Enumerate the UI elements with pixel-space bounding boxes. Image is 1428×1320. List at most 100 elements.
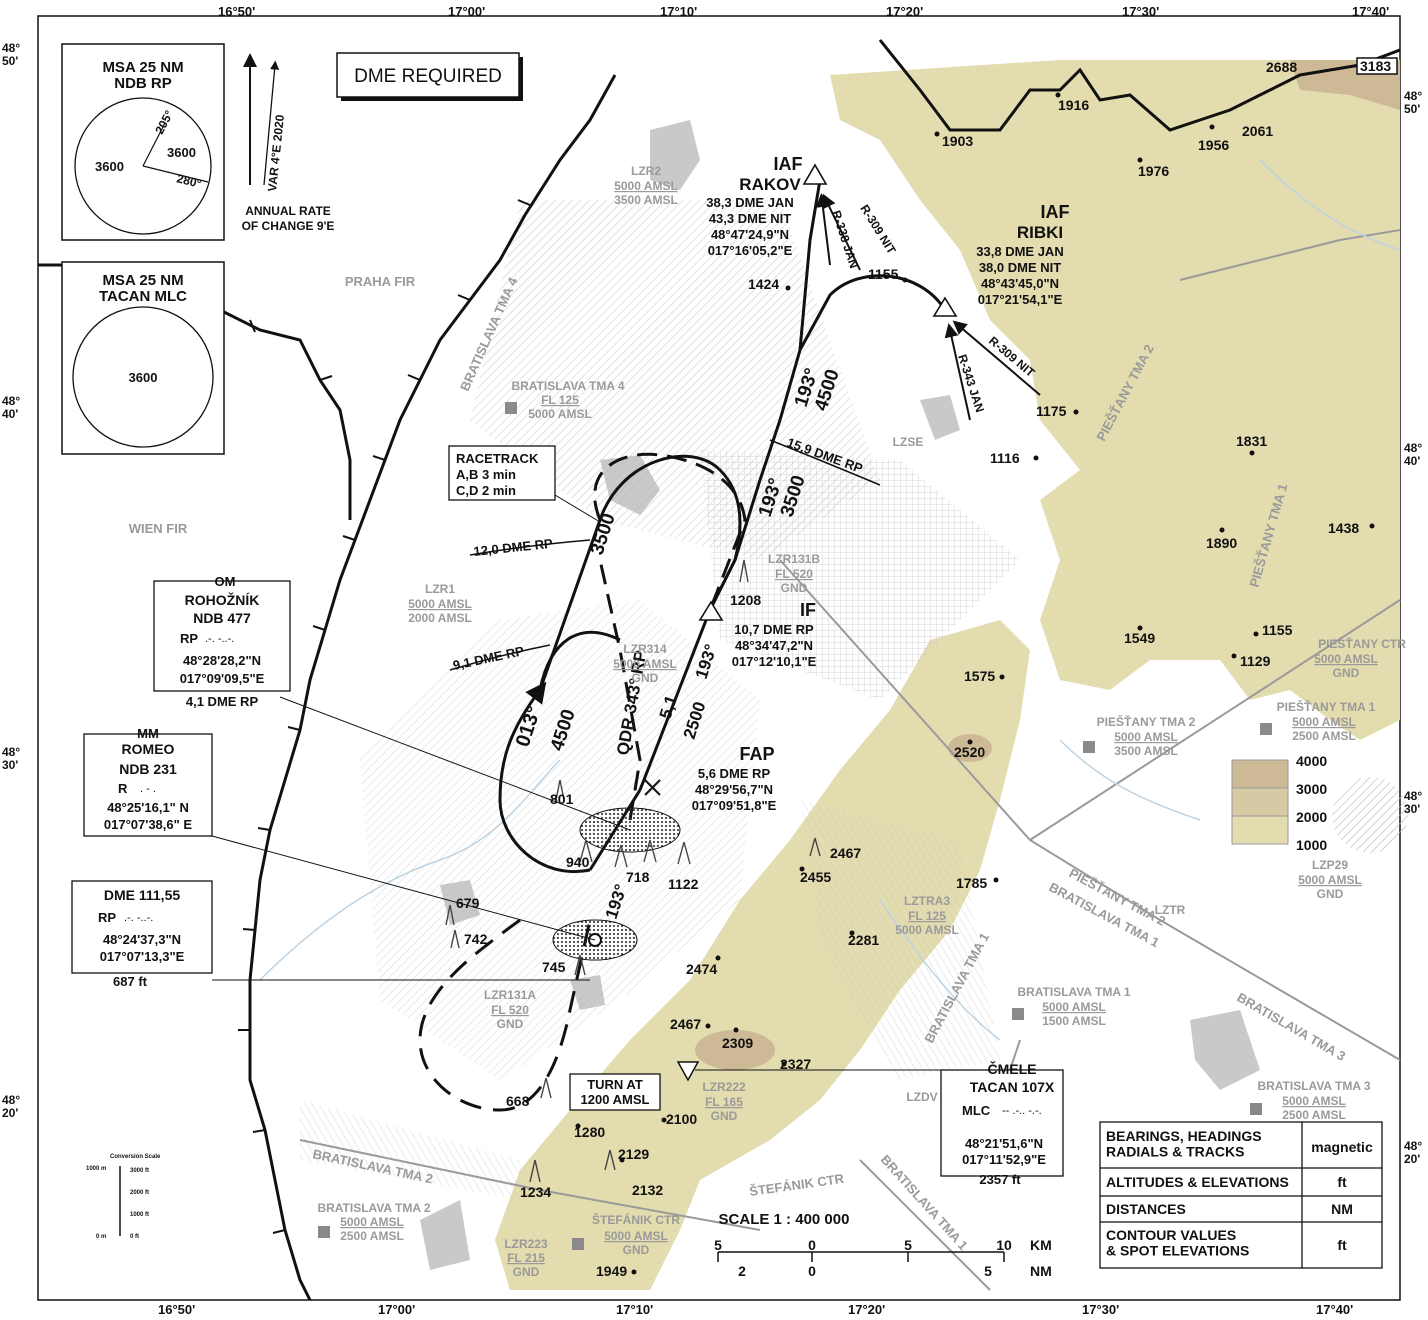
cmele-ident: MLC [962,1103,991,1118]
terrain-north-east [830,60,1400,740]
elev-1208: 1208 [730,592,761,608]
wien-fir-label: WIEN FIR [129,521,188,536]
elev-2688: 2688 [1266,59,1297,75]
town-blob [920,395,960,440]
units-row-3-unit: NM [1331,1201,1353,1217]
dme-arcs [449,439,881,671]
elev-1129: 1129 [1240,653,1271,669]
if-l2: 48°34'47,2"N [735,638,813,653]
lzr222-name: LZR222 [702,1080,746,1094]
elev-1916: 1916 [1058,97,1089,113]
lat-right-3: 48°30' [1404,789,1422,816]
fap-l3: 017°09'51,8"E [692,798,777,813]
elev-2309: 2309 [722,1035,753,1051]
iaf-rakov-triangle [802,163,828,185]
lzr1-name: LZR1 [425,582,455,596]
conversion-m1000: 1000 m [86,1166,106,1172]
inbound-013 [498,681,591,873]
boundary-ticks [238,199,531,1234]
mm-name: ROMEO [122,741,175,757]
mm-morse: . - . [140,783,156,795]
elev-2281: 2281 [848,932,879,948]
conversion-m0: 0 m [96,1234,106,1240]
dme-box-lat: 48°24'37,3"N [103,932,181,947]
pn-ctr-up: 5000 AMSL [1314,652,1378,666]
scale-nm-5: 5 [984,1263,992,1279]
tma1-low: 1500 AMSL [1042,1014,1106,1028]
scale-nm-0: 0 [808,1263,816,1279]
cmele-lon: 017°11'52,9"E [962,1152,1046,1167]
cmele-elev: 2357 ft [979,1172,1021,1187]
lzr223-name: LZR223 [504,1237,548,1251]
fap-tag: FAP [739,744,774,764]
msa-ndb-bearing-2: 280° [175,171,203,191]
elev-1175: 1175 [1036,403,1067,419]
town-blob [650,120,700,190]
scale-km-10: 10 [996,1237,1012,1253]
mm-title: MM [137,726,159,741]
dme-box-ident: RP [98,910,116,925]
fap-symbol [644,779,661,796]
conversion-f0: 0 ft [130,1234,139,1240]
elev-1280: 1280 [574,1124,605,1140]
elev-940: 940 [566,854,590,870]
contour-3000: 3000 [1296,781,1327,797]
lon-bottom-6: 17°40' [1316,1302,1353,1317]
contour-legend: 4000 3000 2000 1000 [1231,753,1327,853]
cmele-freq: TACAN 107X [970,1079,1055,1095]
variation-label: VAR 4°E 2020 [265,114,287,193]
elev-1438: 1438 [1328,520,1359,536]
terrain-high-2309 [695,1030,775,1070]
tma3-low: 2500 AMSL [1282,1108,1346,1122]
lat-labels: 48°50' 48°40' 48°30' 48°20' 48°50' 48°40… [2,41,1422,1166]
obstacles [445,559,821,1183]
lon-bottom-2: 17°00' [378,1302,415,1317]
pn-tma1-low: 2500 AMSL [1292,729,1356,743]
lat-left-2: 48°40' [2,394,20,421]
iaf-ribki-name: RIBKI [1017,223,1063,242]
dme-arc-12-0 [469,539,591,556]
contour-2000: 2000 [1296,809,1327,825]
annual-rate-1: ANNUAL RATE [245,204,331,218]
elev-745: 745 [542,959,566,975]
lzr314-up: 5000 AMSL [613,657,677,671]
elev-742: 742 [464,931,488,947]
lzdv-label: LZDV [906,1090,937,1104]
msa-ndb-sector-a: 3600 [95,159,124,174]
msa-ndb-sector-line [142,165,209,183]
tma4-fl: FL 125 [541,393,579,407]
radial-309-nit-a: R-309 NIT [857,202,899,257]
lzr223-up: FL 215 [507,1251,545,1265]
pn-ctr-low: GND [1333,666,1360,680]
final-approach [708,349,802,611]
mm-freq: NDB 231 [119,761,177,777]
lat-right-4: 48°20' [1404,1139,1422,1166]
terrain-south-ridge [495,620,1030,1290]
lzr2-up: 5000 AMSL [614,179,678,193]
town-blob [420,1200,470,1270]
elev-3183: 3183 [1360,58,1391,74]
lzr222-up: FL 165 [705,1095,743,1109]
from-ribki [798,274,947,351]
elev-2132: 2132 [632,1182,663,1198]
corridor-hatch [700,450,1020,700]
praha-fir-label: PRAHA FIR [345,274,416,289]
lztra3-low: 5000 AMSL [895,923,959,937]
lon-bottom-5: 17°30' [1082,1302,1119,1317]
lzr131a-up: FL 520 [491,1003,529,1017]
elev-2467a: 2467 [830,845,861,861]
lzr131a-low: GND [497,1017,524,1031]
if-triangle [698,600,724,621]
msa-ndb-title-2: NDB RP [114,75,172,92]
lon-top-5: 17°30' [1122,4,1159,19]
terrain-high-2520 [948,734,992,762]
elev-2327: 2327 [780,1056,811,1072]
tma4-name: BRATISLAVA TMA 4 [511,379,624,393]
dme-arc-15-9 [769,439,881,486]
elev-801: 801 [550,791,574,807]
iaf-ribki-l1: 33,8 DME JAN [976,244,1063,259]
mm-ident: R [118,781,128,796]
scale-nm-2: 2 [738,1263,746,1279]
elev-2100: 2100 [666,1111,697,1127]
if-l3: 017°12'10,1"E [732,654,817,669]
